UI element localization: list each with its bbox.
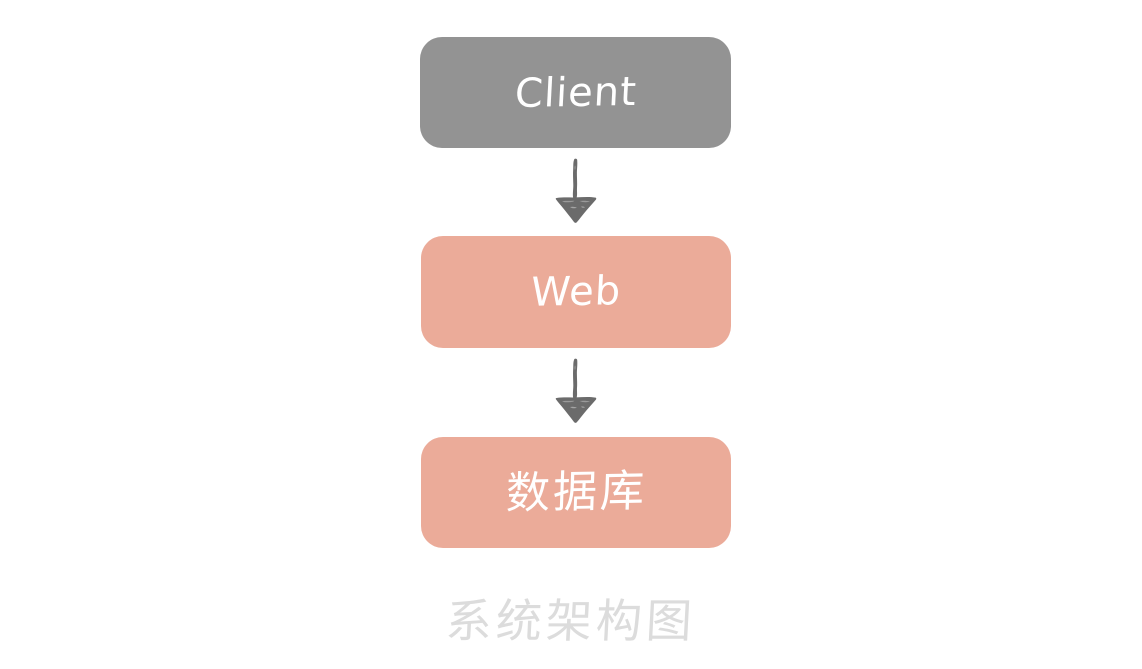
arrow-down-icon — [555, 358, 597, 423]
node-web-label: Web — [529, 268, 623, 316]
edge-web-to-database — [554, 357, 598, 429]
node-database-label: 数据库 — [504, 465, 648, 519]
node-database[interactable]: 数据库 — [421, 437, 731, 548]
node-client[interactable]: Client — [420, 37, 731, 148]
node-web[interactable]: Web — [421, 236, 731, 348]
node-client-label: Client — [513, 68, 638, 117]
diagram-caption: 系统架构图 — [444, 594, 698, 648]
edge-client-to-web — [554, 157, 598, 229]
arrow-down-icon — [555, 158, 597, 223]
